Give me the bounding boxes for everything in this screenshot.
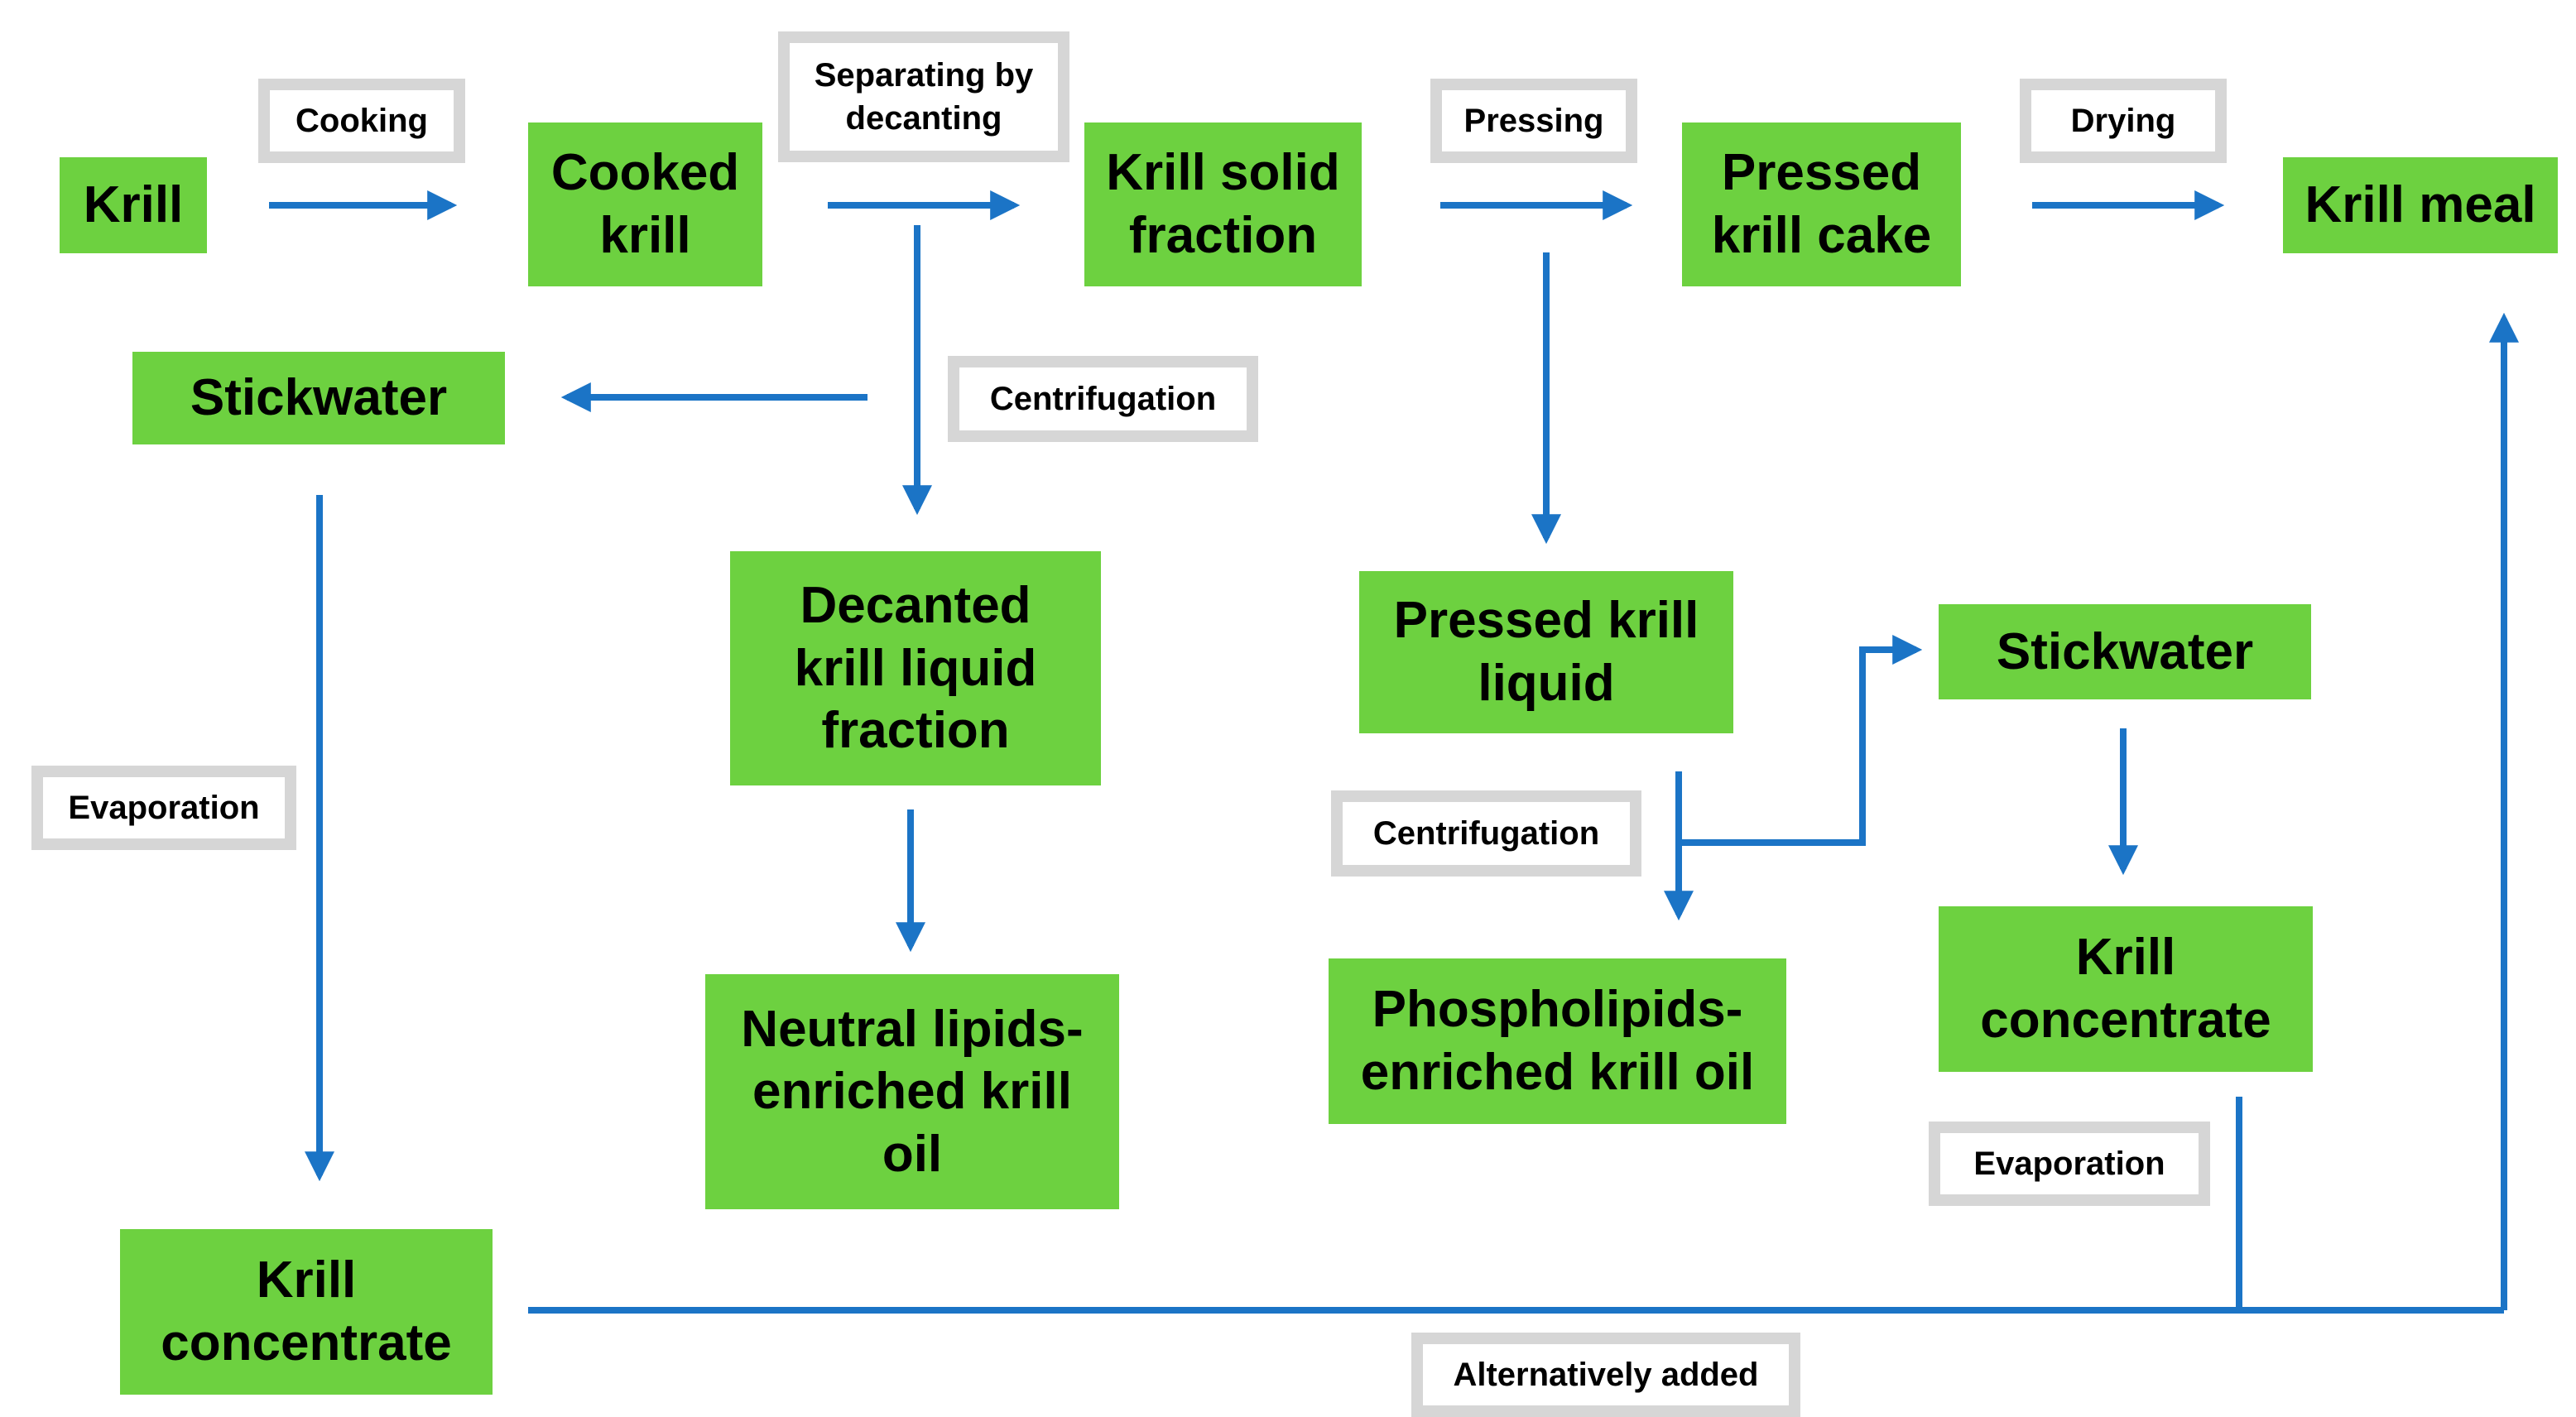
label-centrifugation-right: Centrifugation bbox=[1331, 790, 1641, 877]
node-pressed-krill-cake: Pressed krill cake bbox=[1682, 122, 1961, 286]
label-separating-by-decanting: Separating by decanting bbox=[778, 31, 1069, 162]
node-krill-concentrate-right: Krill concentrate bbox=[1939, 906, 2313, 1072]
label-alternatively-added: Alternatively added bbox=[1411, 1333, 1800, 1417]
node-krill-solid-fraction: Krill solid fraction bbox=[1084, 122, 1362, 286]
node-stickwater-left: Stickwater bbox=[132, 352, 505, 444]
node-krill-concentrate-left: Krill concentrate bbox=[120, 1229, 493, 1395]
label-centrifugation-left: Centrifugation bbox=[948, 356, 1258, 442]
node-krill: Krill bbox=[60, 157, 207, 253]
node-krill-meal: Krill meal bbox=[2283, 157, 2558, 253]
node-pressed-krill-liquid: Pressed krill liquid bbox=[1359, 571, 1733, 733]
label-evaporation-left: Evaporation bbox=[31, 766, 296, 850]
node-phospholipids-enriched-krill-oil: Phospholipids- enriched krill oil bbox=[1329, 958, 1786, 1124]
node-decanted-krill-liquid-fraction: Decanted krill liquid fraction bbox=[730, 551, 1101, 785]
label-cooking: Cooking bbox=[258, 79, 465, 163]
node-neutral-lipids-enriched-krill-oil: Neutral lipids- enriched krill oil bbox=[705, 974, 1119, 1209]
label-pressing: Pressing bbox=[1430, 79, 1637, 163]
label-evaporation-right: Evaporation bbox=[1929, 1122, 2210, 1206]
node-cooked-krill: Cooked krill bbox=[528, 122, 762, 286]
label-drying: Drying bbox=[2020, 79, 2227, 163]
arrow-liquid-to-stickwater-right bbox=[1679, 635, 1923, 846]
node-stickwater-right: Stickwater bbox=[1939, 604, 2311, 699]
